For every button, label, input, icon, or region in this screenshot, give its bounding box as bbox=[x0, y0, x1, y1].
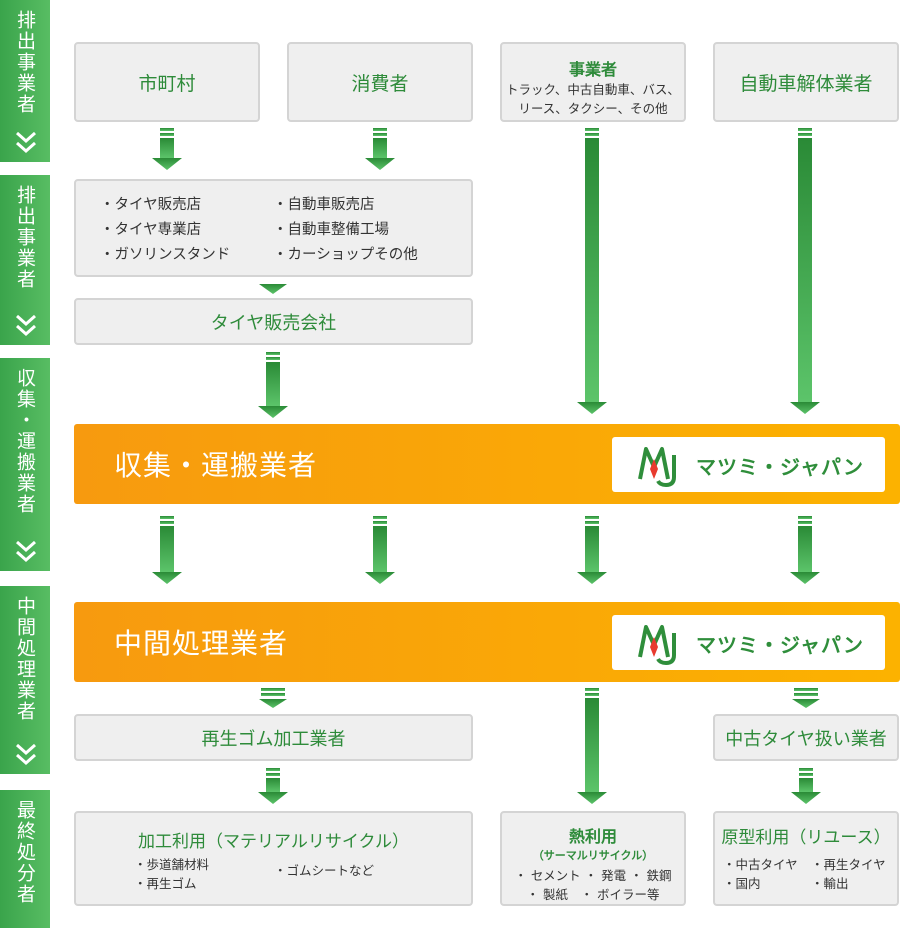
list-item: ゴムシートなど bbox=[274, 861, 375, 880]
list-item: 中古タイヤ bbox=[723, 855, 798, 874]
side-label-text: 中間処理業者 bbox=[14, 596, 36, 722]
intermediate-band: 中間処理業者 マツミ・ジャパン bbox=[74, 602, 900, 682]
source-consumer-label: 消費者 bbox=[351, 72, 409, 95]
thermal-line-2: ・ 製紙 ・ ボイラー等 bbox=[526, 887, 660, 902]
mj-logo-icon bbox=[638, 625, 676, 666]
reuse-left-list: 中古タイヤ 国内 bbox=[723, 855, 798, 893]
material-title: 加工利用（マテリアルリサイクル） bbox=[138, 832, 409, 852]
arrow-down-icon bbox=[792, 688, 820, 708]
logo-text: マツミ・ジャパン bbox=[696, 633, 864, 657]
arrow-down-icon bbox=[258, 352, 288, 418]
material-recycle-box: 加工利用（マテリアルリサイクル） 歩道舗材料 再生ゴム ゴムシートなど bbox=[74, 811, 473, 906]
shops-left-list: タイヤ販売店 タイヤ専業店 ガソリンスタンド bbox=[100, 193, 231, 268]
source-business-label: 事業者 bbox=[568, 60, 617, 79]
arrow-down-icon bbox=[365, 516, 395, 584]
thermal-title: 熱利用 bbox=[568, 827, 617, 846]
collection-band-title: 収集・運搬業者 bbox=[114, 449, 318, 482]
side-label-emitter-1: 排出事業者 bbox=[0, 0, 50, 162]
arrow-down-icon bbox=[577, 128, 607, 414]
list-item: 歩道舗材料 bbox=[134, 855, 210, 874]
double-chevron-down-icon bbox=[16, 131, 36, 154]
list-item: ガソリンスタンド bbox=[100, 243, 231, 268]
side-label-text: 排出事業者 bbox=[14, 185, 36, 290]
rubber-processor-label: 再生ゴム加工業者 bbox=[201, 728, 346, 750]
arrow-down-icon bbox=[152, 128, 182, 170]
arrow-down-icon bbox=[152, 516, 182, 584]
material-left-list: 歩道舗材料 再生ゴム bbox=[134, 855, 210, 893]
tire-company-box: タイヤ販売会社 bbox=[74, 298, 473, 345]
side-label-intermediate: 中間処理業者 bbox=[0, 586, 50, 774]
thermal-subtitle: （サーマルリサイクル） bbox=[532, 849, 654, 862]
source-city-box: 市町村 bbox=[74, 42, 260, 122]
double-chevron-down-icon bbox=[16, 540, 36, 563]
thermal-recycle-box: 熱利用 （サーマルリサイクル） ・ セメント ・ 発電 ・ 鉄鋼 ・ 製紙 ・ … bbox=[500, 811, 686, 906]
list-item: 輸出 bbox=[811, 874, 886, 893]
arrow-down-icon bbox=[790, 516, 820, 584]
source-business-sub-2: リース、タクシー、その他 bbox=[518, 101, 668, 116]
arrow-down-icon bbox=[577, 688, 607, 804]
tire-company-label: タイヤ販売会社 bbox=[210, 312, 337, 334]
side-label-emitter-2: 排出事業者 bbox=[0, 175, 50, 345]
source-city-label: 市町村 bbox=[138, 72, 196, 95]
matsumi-japan-logo: マツミ・ジャパン bbox=[612, 437, 885, 492]
arrow-down-icon bbox=[259, 284, 287, 294]
list-item: タイヤ専業店 bbox=[100, 218, 230, 243]
side-label-text: 排出事業者 bbox=[14, 10, 36, 115]
source-business-sub-1: トラック、中古自動車、バス、 bbox=[506, 82, 680, 97]
double-chevron-down-icon bbox=[16, 314, 36, 337]
arrow-down-icon bbox=[365, 128, 395, 170]
reuse-title: 原型利用（リユース） bbox=[721, 828, 891, 848]
shops-right-list: 自動車販売店 自動車整備工場 カーショップその他 bbox=[273, 193, 418, 268]
material-right-list: ゴムシートなど bbox=[274, 861, 375, 880]
side-label-text: 最終処分者 bbox=[14, 800, 36, 905]
rubber-processor-box: 再生ゴム加工業者 bbox=[74, 714, 473, 761]
arrow-down-icon bbox=[259, 688, 287, 708]
side-label-collector: 収集・運搬業者 bbox=[0, 358, 50, 571]
arrow-down-icon bbox=[790, 128, 820, 414]
list-item: カーショップその他 bbox=[273, 243, 418, 268]
double-chevron-down-icon bbox=[16, 743, 36, 766]
side-label-final: 最終処分者 bbox=[0, 790, 50, 928]
mj-logo-icon bbox=[638, 447, 676, 488]
reuse-right-list: 再生タイヤ 輸出 bbox=[811, 855, 886, 893]
list-item: 国内 bbox=[723, 874, 798, 893]
used-tire-dealer-label: 中古タイヤ扱い業者 bbox=[725, 728, 887, 750]
shops-box: タイヤ販売店 タイヤ専業店 ガソリンスタンド 自動車販売店 自動車整備工場 カー… bbox=[74, 179, 473, 277]
used-tire-dealer-box: 中古タイヤ扱い業者 bbox=[713, 714, 899, 761]
list-item: 再生タイヤ bbox=[811, 855, 886, 874]
list-item: 自動車整備工場 bbox=[273, 218, 418, 243]
list-item: 自動車販売店 bbox=[273, 193, 418, 218]
list-item: 再生ゴム bbox=[134, 874, 209, 893]
source-business-box: 事業者 トラック、中古自動車、バス、 リース、タクシー、その他 bbox=[500, 42, 686, 122]
reuse-box: 原型利用（リユース） 中古タイヤ 国内 再生タイヤ 輸出 bbox=[713, 811, 899, 906]
matsumi-japan-logo: マツミ・ジャパン bbox=[612, 615, 885, 670]
arrow-down-icon bbox=[577, 516, 607, 584]
logo-text: マツミ・ジャパン bbox=[696, 455, 864, 479]
list-item: タイヤ販売店 bbox=[100, 193, 230, 218]
collection-band: 収集・運搬業者 マツミ・ジャパン bbox=[74, 424, 900, 504]
thermal-line-1: ・ セメント ・ 発電 ・ 鉄鋼 bbox=[514, 868, 672, 883]
arrow-down-icon bbox=[791, 768, 821, 804]
arrow-down-icon bbox=[258, 768, 288, 804]
side-label-text: 収集・運搬業者 bbox=[14, 368, 36, 515]
intermediate-band-title: 中間処理業者 bbox=[114, 627, 289, 660]
source-dismantler-box: 自動車解体業者 bbox=[713, 42, 899, 122]
source-dismantler-label: 自動車解体業者 bbox=[739, 72, 873, 95]
source-consumer-box: 消費者 bbox=[287, 42, 473, 122]
